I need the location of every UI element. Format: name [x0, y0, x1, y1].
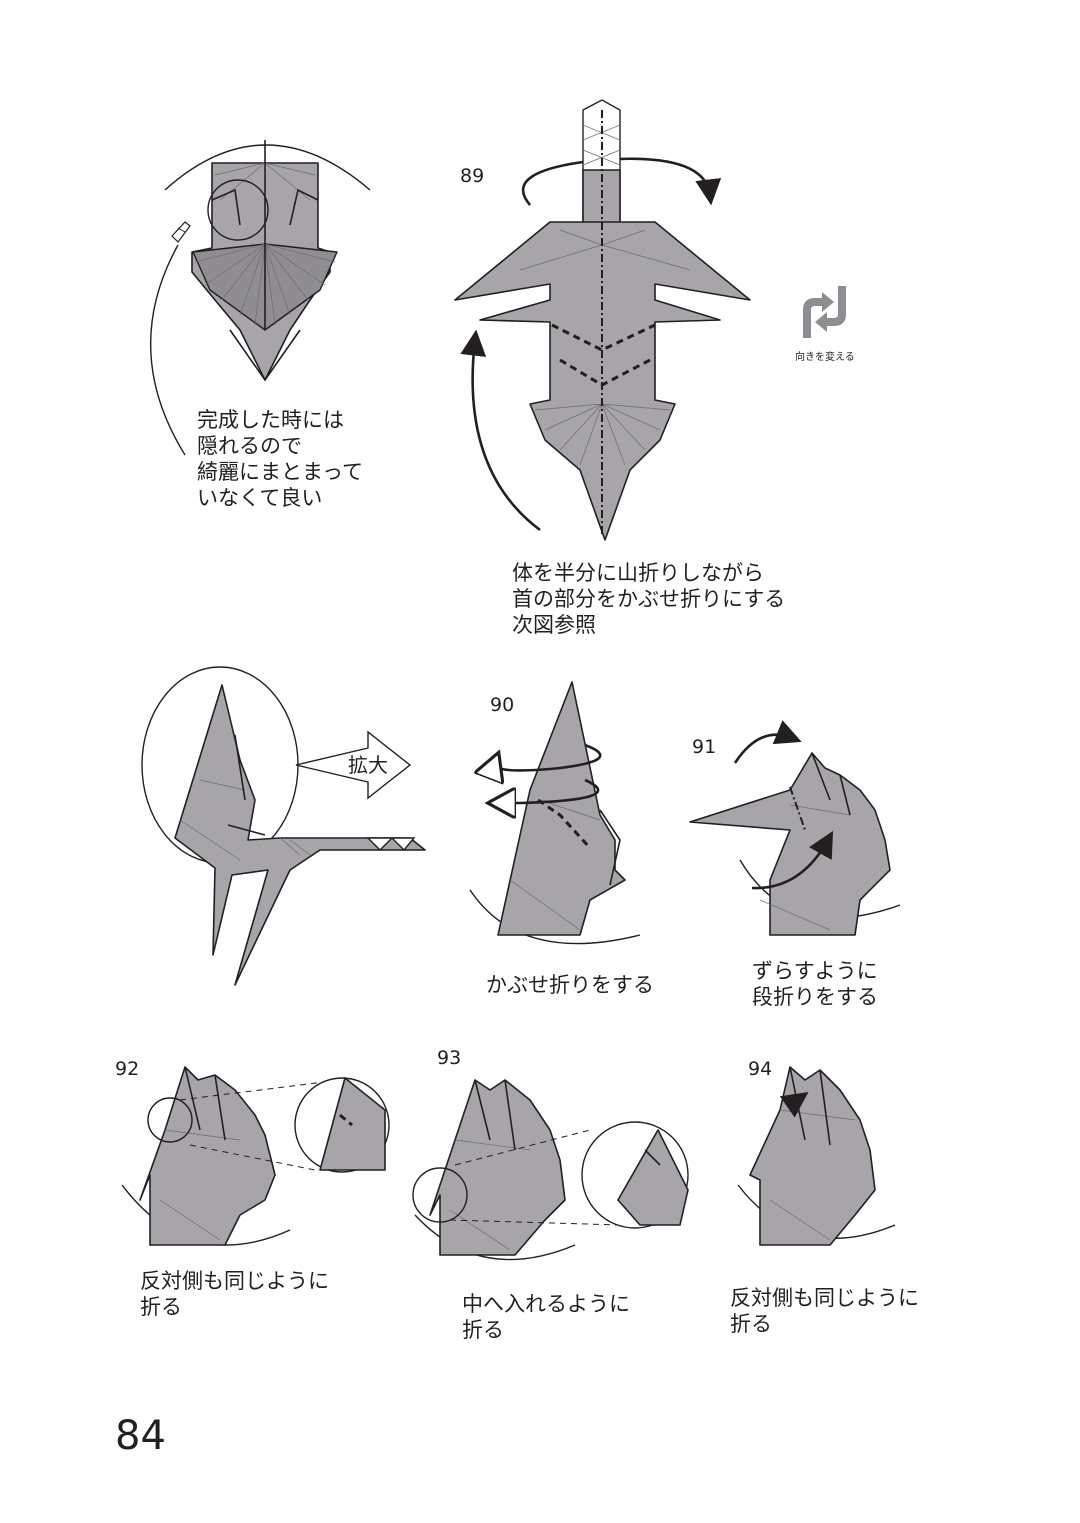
- step-number-92: 92: [115, 1058, 140, 1080]
- rotate-icon: [803, 286, 846, 338]
- page-number: 84: [115, 1413, 166, 1459]
- step-89-caption: 体を半分に山折りしながら 首の部分をかぶせ折りにする 次図参照: [512, 561, 786, 637]
- leader-line: [150, 244, 186, 456]
- step-number-91: 91: [692, 736, 717, 758]
- enlarge-arrow-icon: [295, 730, 412, 800]
- step-89-model: [454, 99, 751, 541]
- step-94-model: [737, 1066, 896, 1246]
- step-number-90: 90: [490, 694, 515, 716]
- step-91-model: [689, 720, 901, 936]
- step-number-89: 89: [460, 165, 485, 187]
- step-93-model: [412, 1079, 689, 1261]
- step-90-model: [469, 681, 641, 945]
- step-90-caption: かぶせ折りをする: [486, 973, 654, 997]
- step-91-caption: ずらすように 段折りをする: [752, 959, 878, 1009]
- step-93-caption: 中へ入れるように 折る: [462, 1292, 630, 1342]
- step-92-model: [121, 1066, 390, 1246]
- hidden-note: 完成した時には 隠れるので 綺麗にまとまって いなくて良い: [197, 408, 364, 510]
- model-back-view: [164, 140, 371, 382]
- enlarge-label: 拡大: [348, 753, 388, 777]
- step-94-caption: 反対側も同じように 折る: [730, 1286, 919, 1336]
- step-number-94: 94: [748, 1058, 773, 1080]
- rotate-label: 向きを変える: [795, 352, 855, 363]
- step-number-93: 93: [437, 1047, 462, 1069]
- step-92-caption: 反対側も同じように 折る: [140, 1269, 329, 1319]
- pointing-hand-icon: [171, 221, 191, 243]
- side-view-model: [141, 666, 426, 986]
